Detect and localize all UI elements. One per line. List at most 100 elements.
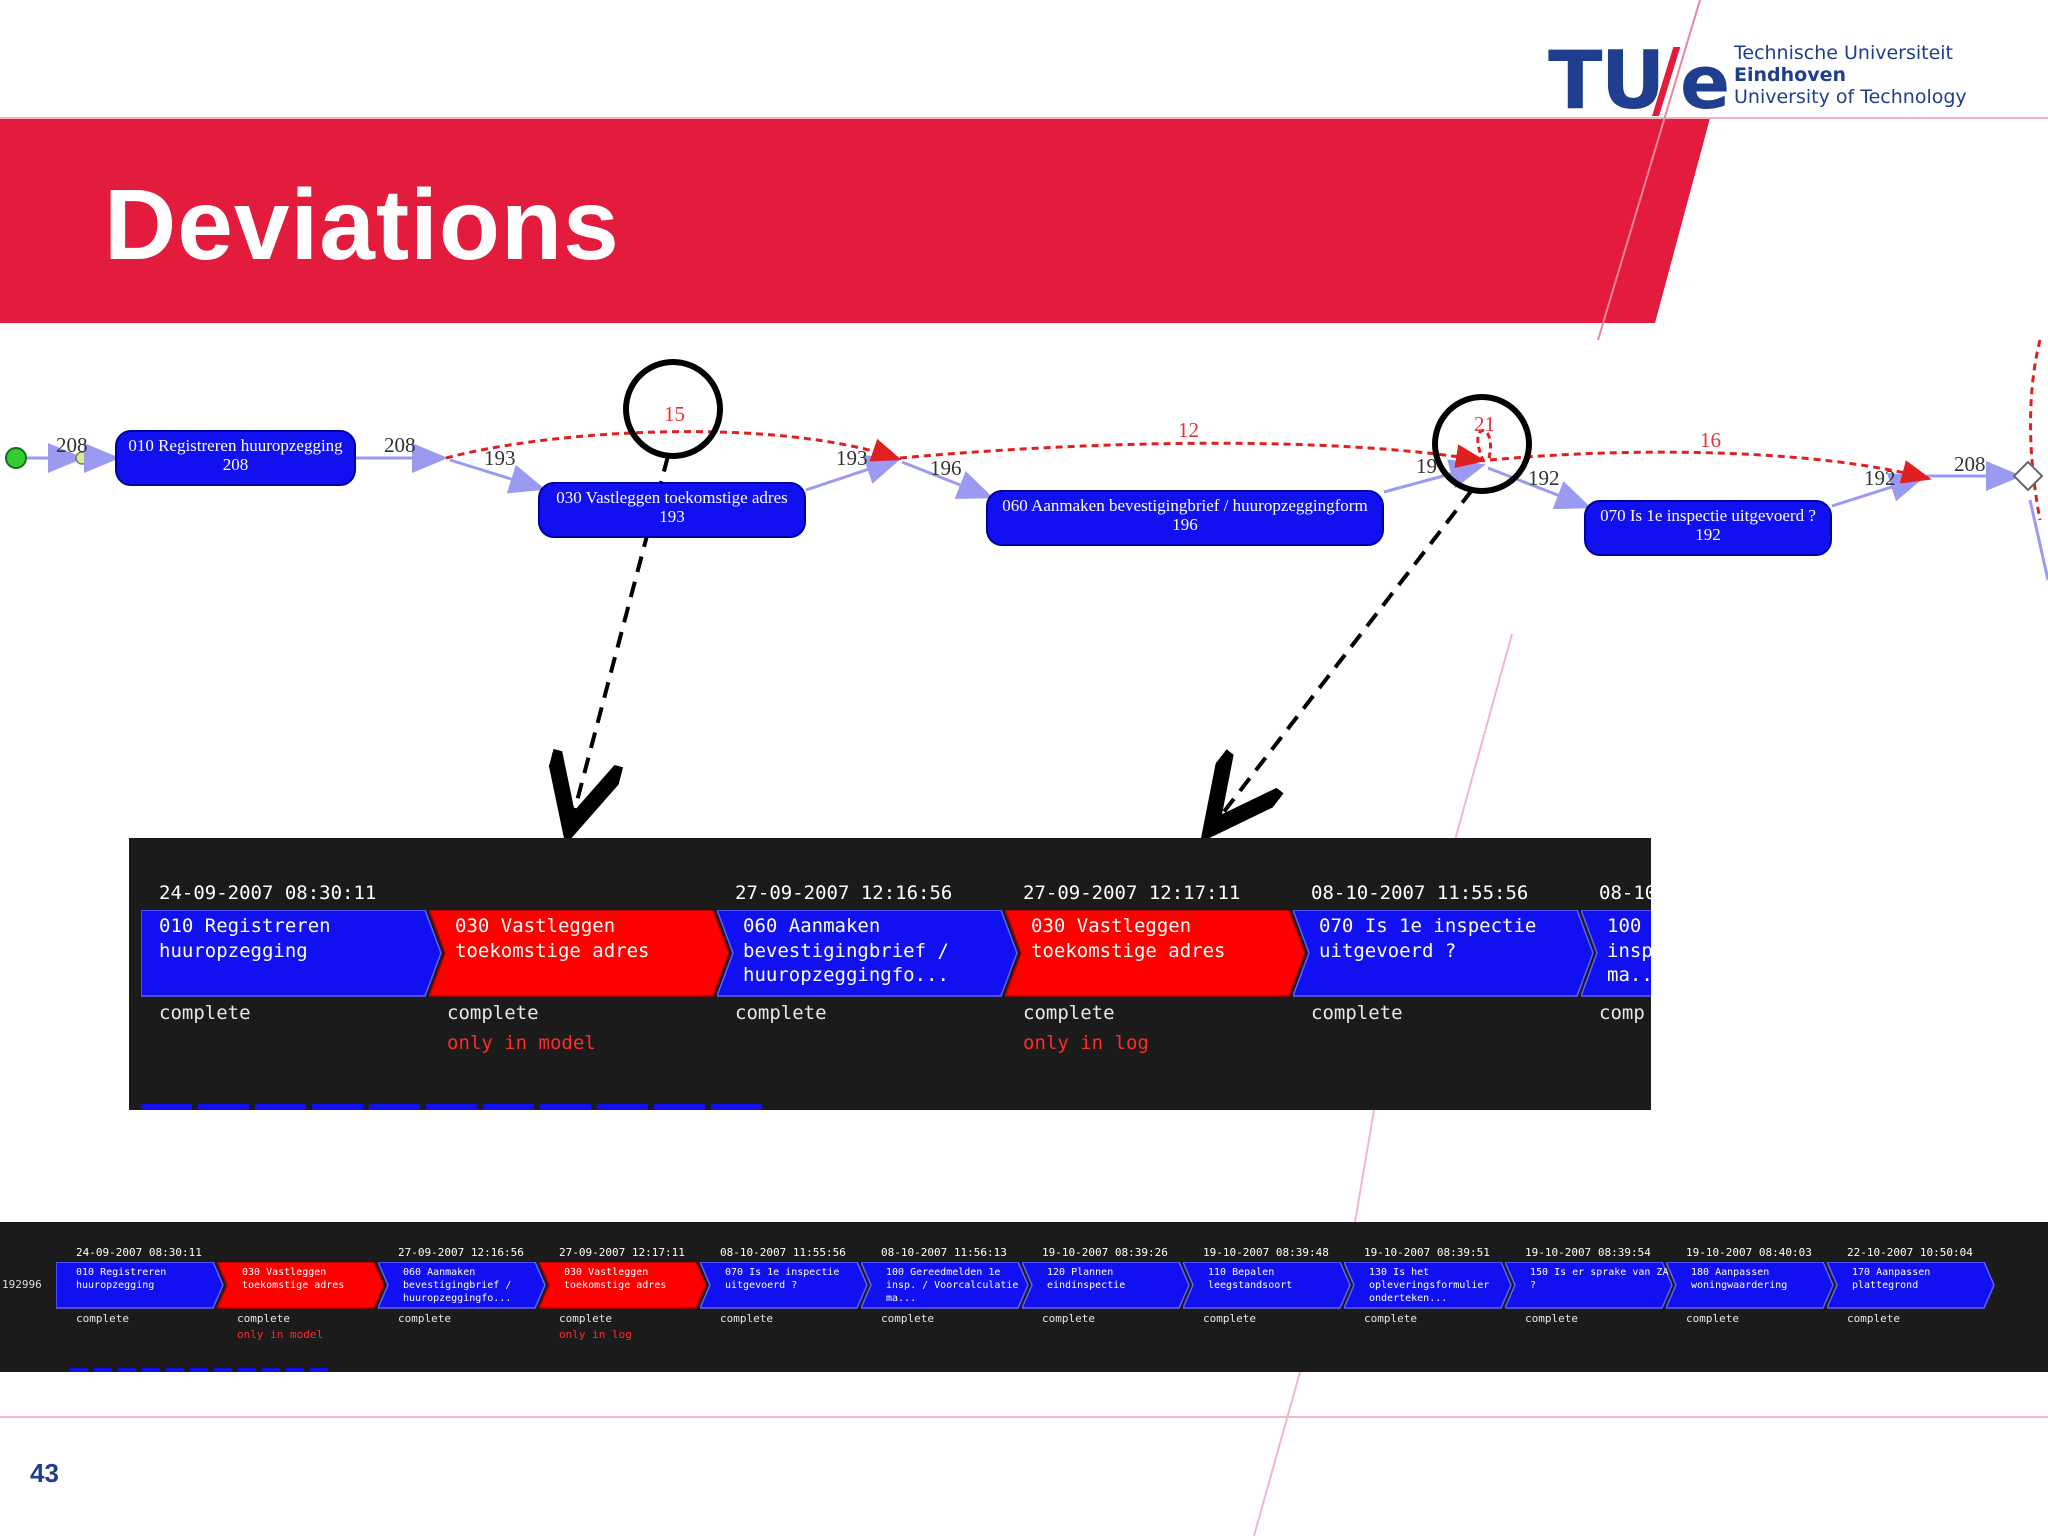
slide-title: Deviations bbox=[104, 169, 620, 281]
process-node-label: 060 Aanmaken bevestigingbrief / huuropze… bbox=[1002, 496, 1368, 515]
trace-strip-tile bbox=[214, 1368, 232, 1372]
trace-event-shape bbox=[56, 1262, 224, 1309]
trace-event-status: complete bbox=[1042, 1312, 1095, 1325]
trace-event[interactable]: 19-10-2007 08:39:51 130 Is het oplevering… bbox=[1344, 1222, 1512, 1372]
trace-event-chevron bbox=[1022, 1262, 1190, 1309]
trace-event[interactable]: 22-10-2007 10:50:04 170 Aanpassen platteg… bbox=[1827, 1222, 1995, 1372]
trace-strip-tile bbox=[262, 1368, 280, 1372]
model-edge bbox=[1487, 466, 1592, 510]
process-node-label: 030 Vastleggen toekomstige adres bbox=[556, 488, 788, 507]
trace-event-shape bbox=[217, 1262, 385, 1309]
trace-event-timestamp: 22-10-2007 10:50:04 bbox=[1847, 1246, 1973, 1259]
trace-event-label: 060 Aanmaken bevestigingbrief / huuropze… bbox=[403, 1267, 512, 1304]
trace-event-status: complete bbox=[735, 1002, 827, 1024]
trace-event-note: only in model bbox=[237, 1328, 324, 1341]
trace-event-chevron bbox=[1505, 1262, 1673, 1309]
pointer-arrow bbox=[1216, 488, 1474, 822]
process-node-label: 070 Is 1e inspectie uitgevoerd ? bbox=[1600, 506, 1816, 525]
trace-event-note: only in log bbox=[1023, 1032, 1149, 1054]
edge-count: 196 bbox=[930, 456, 962, 480]
trace-event-label: 130 Is het opleveringsformulier ondertek… bbox=[1369, 1267, 1490, 1304]
trace-event[interactable]: 19-10-2007 08:39:48 110 Bepalen leegstand… bbox=[1183, 1222, 1351, 1372]
edge-count: 208 bbox=[1954, 452, 1986, 476]
trace-event[interactable]: 27-09-2007 12:16:56 060 Aanmaken bevestig… bbox=[717, 838, 1018, 1110]
trace-event-label: 030 Vastleggen toekomstige adres bbox=[242, 1267, 345, 1291]
trace-event[interactable]: 030 Vastleggen toekomstige adres complete… bbox=[217, 1222, 385, 1372]
trace-event-timestamp: 27-09-2007 12:16:56 bbox=[735, 882, 953, 904]
process-node-count: 192 bbox=[1695, 525, 1721, 544]
trace-strip-tile bbox=[286, 1368, 304, 1372]
trace-strip-tile bbox=[369, 1104, 420, 1110]
trace-event-label: 030 Vastleggen toekomstige adres bbox=[564, 1267, 667, 1291]
trace-event-chevron bbox=[700, 1262, 868, 1309]
trace-event-status: complete bbox=[720, 1312, 773, 1325]
trace-event-shape bbox=[1581, 910, 1651, 997]
trace-event-timestamp: 08-10 bbox=[1599, 882, 1651, 904]
trace-event-status: complete bbox=[1686, 1312, 1739, 1325]
trace-event-status: complete bbox=[237, 1312, 290, 1325]
trace-event-note: only in model bbox=[447, 1032, 596, 1054]
deviation-count: 21 bbox=[1474, 412, 1495, 436]
trace-event-status: complete bbox=[159, 1002, 251, 1024]
trace-event-status: complete bbox=[1847, 1312, 1900, 1325]
trace-event-timestamp: 08-10-2007 11:55:56 bbox=[1311, 882, 1529, 904]
edge-count: 193 bbox=[484, 446, 516, 470]
trace-event-timestamp: 24-09-2007 08:30:11 bbox=[76, 1246, 202, 1259]
highlight-circle bbox=[1432, 394, 1532, 494]
trace-event-chevron bbox=[1344, 1262, 1512, 1309]
process-node[interactable]: 070 Is 1e inspectie uitgevoerd ? 192 bbox=[1584, 500, 1832, 556]
process-node[interactable]: 010 Registreren huuropzegging 208 bbox=[115, 430, 356, 486]
trace-event-shape bbox=[1505, 1262, 1673, 1309]
trace-event-label: 110 Bepalen leegstandsoort bbox=[1208, 1267, 1293, 1291]
trace-event-chevron bbox=[141, 910, 442, 997]
process-node-count: 196 bbox=[1172, 515, 1198, 534]
diagonal-guide-line bbox=[1253, 1371, 1301, 1536]
diagonal-guide-line bbox=[1597, 0, 1701, 341]
model-edge bbox=[805, 455, 902, 492]
trace-event-label: 100 insp. ma.. bbox=[1607, 915, 1651, 987]
trace-event-timestamp: 24-09-2007 08:30:11 bbox=[159, 882, 377, 904]
tue-logo-slash: / bbox=[1652, 30, 1681, 128]
model-edge bbox=[1383, 459, 1486, 494]
trace-event-chevron bbox=[1827, 1262, 1995, 1309]
trace-strip-tile bbox=[118, 1368, 136, 1372]
trace-event-shape bbox=[861, 1262, 1029, 1309]
trace-event-label: 170 Aanpassen plattegrond bbox=[1852, 1267, 1931, 1291]
trace-strip-tile bbox=[70, 1368, 88, 1372]
trace-event-status: complete bbox=[881, 1312, 934, 1325]
trace-event-timestamp: 19-10-2007 08:39:48 bbox=[1203, 1246, 1329, 1259]
trace-event-shape bbox=[700, 1262, 868, 1309]
trace-strip-tile bbox=[142, 1368, 160, 1372]
process-node[interactable]: 030 Vastleggen toekomstige adres 193 bbox=[538, 482, 806, 538]
trace-strip-tile bbox=[141, 1104, 192, 1110]
trace-event-timestamp: 19-10-2007 08:39:26 bbox=[1042, 1246, 1168, 1259]
trace-event-shape bbox=[717, 910, 1018, 997]
trace-strip-tile bbox=[166, 1368, 184, 1372]
trace-strip-tile bbox=[483, 1104, 534, 1110]
trace-event-label: 060 Aanmaken bevestigingbrief / huuropze… bbox=[743, 915, 949, 987]
trace-event-timestamp: 19-10-2007 08:39:51 bbox=[1364, 1246, 1490, 1259]
trace-event-chevron bbox=[217, 1262, 385, 1309]
trace-event-chevron bbox=[717, 910, 1018, 997]
trace-event-shape bbox=[1005, 910, 1306, 997]
edge-count: 19 bbox=[1416, 454, 1437, 478]
deviation-arc bbox=[899, 441, 1486, 469]
trace-strip-tile bbox=[711, 1104, 762, 1110]
process-node[interactable]: 060 Aanmaken bevestigingbrief / huuropze… bbox=[986, 490, 1384, 546]
trace-event-timestamp: 19-10-2007 08:40:03 bbox=[1686, 1246, 1812, 1259]
trace-strip-tile bbox=[597, 1104, 648, 1110]
